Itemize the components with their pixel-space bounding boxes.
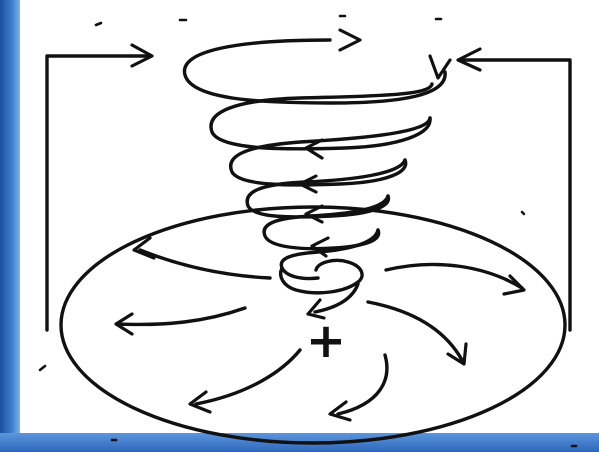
outflow-arrow-right [386, 264, 524, 294]
outflow-arrow-lower-left [190, 350, 300, 412]
spiral-tail [315, 284, 358, 312]
outflow-arrow-lower-right [368, 302, 466, 364]
spiral-coil-3 [231, 118, 430, 185]
spiral-arrowhead-right [430, 56, 450, 78]
left-return-flow-arrow [47, 45, 152, 330]
spiral-coil-6 [281, 230, 378, 279]
center-plus-symbol: + [306, 313, 346, 369]
outflow-arrow-upper-left [134, 238, 270, 278]
outflow-arrow-left [116, 308, 245, 334]
spiral-arrowhead-top [340, 30, 360, 50]
scan-specks [40, 16, 576, 446]
